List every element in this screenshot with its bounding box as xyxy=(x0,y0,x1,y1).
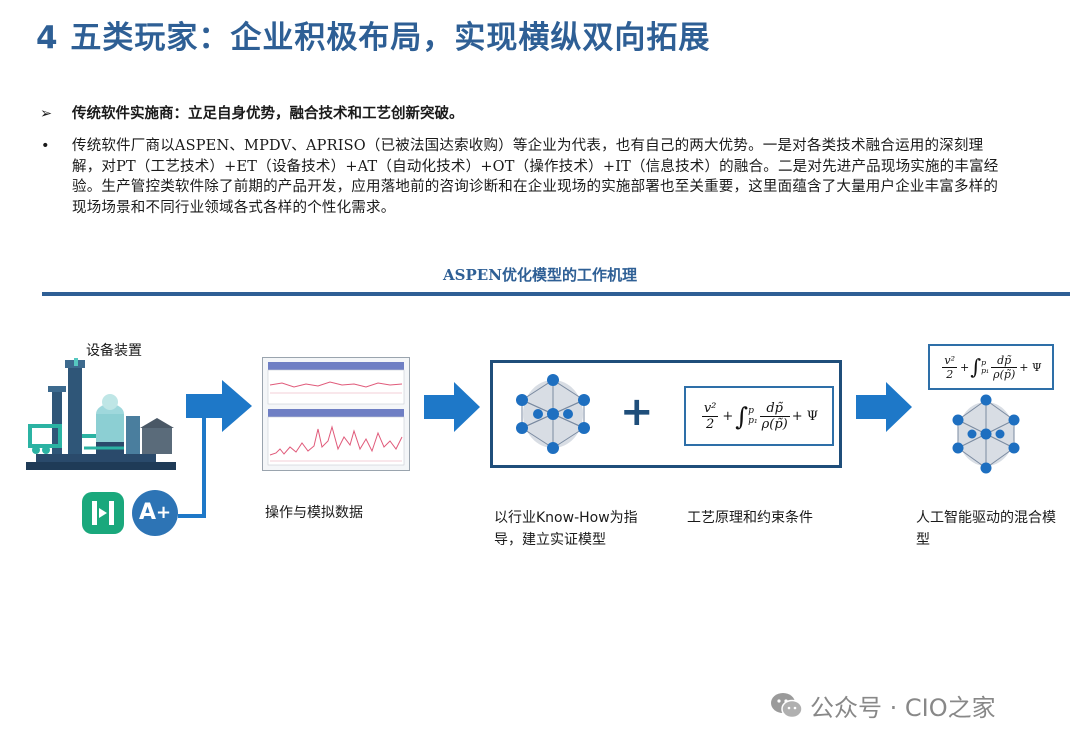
page-title: 4 五类玩家：企业积极布局，实现横纵双向拓展 xyxy=(36,20,711,56)
arrow-bullet-icon: ➢ xyxy=(40,106,53,122)
ai-hybrid-model-label: 人工智能驱动的混合模型 xyxy=(916,510,1056,548)
operation-data-chart xyxy=(262,357,410,471)
bullet-paragraph: • 传统软件厂商以ASPEN、MPDV、APRISO（已被法国达索收购）等企业为… xyxy=(40,136,1000,218)
neural-network-icon xyxy=(516,374,590,454)
operation-data-label: 操作与模拟数据 xyxy=(265,505,363,521)
plus-sign: + xyxy=(620,389,654,435)
bullet-heading-text: 传统软件实施商：立足自身优势，融合技术和工艺创新突破。 xyxy=(72,106,464,122)
output-neural-network-icon xyxy=(952,394,1020,474)
principles-label: 工艺原理和约束条件 xyxy=(687,510,813,526)
bullet-heading: ➢ 传统软件实施商：立足自身优势，融合技术和工艺创新突破。 xyxy=(40,104,1000,125)
watermark: 公众号 · CIO之家 xyxy=(770,688,996,723)
flow-arrow-1-icon xyxy=(186,380,252,432)
green-logo-icon xyxy=(82,492,124,534)
wechat-icon xyxy=(771,692,803,718)
diagram-title: ASPEN优化模型的工作机理 xyxy=(443,266,637,284)
bullet-paragraph-text: 传统软件厂商以ASPEN、MPDV、APRISO（已被法国达索收购）等企业为代表… xyxy=(72,138,999,216)
divider-rule xyxy=(42,292,1070,296)
industrial-plant-icon xyxy=(26,358,176,470)
dot-bullet-icon: • xyxy=(41,138,50,154)
knowhow-label: 以行业Know-How为指导，建立实证模型 xyxy=(494,510,638,548)
flow-arrow-2-icon xyxy=(424,382,480,432)
aspen-logo-letter: A xyxy=(138,500,156,525)
aspen-logo-plus: + xyxy=(155,502,172,523)
connector-line xyxy=(178,406,206,518)
watermark-text: 公众号 · CIO之家 xyxy=(810,694,996,722)
equipment-label: 设备装置 xyxy=(86,343,142,359)
hybrid-model-box xyxy=(490,360,842,468)
aspen-plus-logo: A+ xyxy=(132,490,178,536)
flow-arrow-3-icon xyxy=(856,382,912,432)
